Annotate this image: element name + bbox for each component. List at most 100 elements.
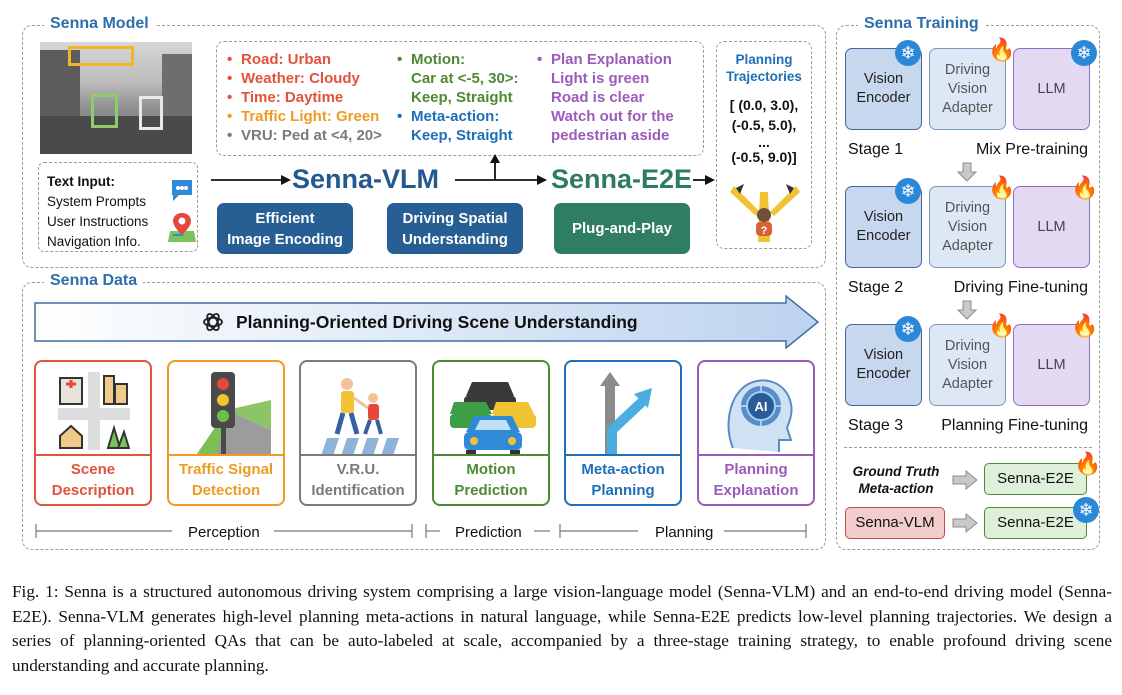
text-input-item: User Instructions [47, 214, 149, 229]
scene-info-line: Car at <-5, 30>: [411, 70, 519, 87]
planning-trajectories-box: Planning Trajectories [ (0.0, 3.0), (-0.… [716, 41, 812, 249]
city-map-icon [58, 372, 130, 450]
trajectory-line: ... [758, 134, 770, 150]
snowflake-icon: ❄ [895, 316, 921, 342]
fire-icon: 🔥 [1071, 313, 1099, 338]
task-label: V.R.U.Identification [301, 454, 415, 504]
scene-info-box: •Road: Urban •Weather: Cloudy •Time: Dayti… [216, 41, 704, 156]
group-divider-lines [35, 524, 807, 538]
plug-and-play-pill: Plug-and-Play [554, 203, 690, 254]
traffic-light-icon [197, 372, 271, 454]
fire-icon: 🔥 [988, 175, 1016, 200]
ai-brain-icon: AI [727, 379, 793, 452]
trajectories-title-2: Trajectories [726, 69, 802, 84]
openai-logo-icon [203, 313, 223, 331]
stage-number-label: Stage 2 [848, 279, 904, 296]
stage-number-label: Stage 3 [848, 417, 904, 434]
trajectories-title-1: Planning [735, 52, 793, 67]
group-label-perception: Perception [188, 524, 260, 541]
flow-arrows [211, 154, 715, 185]
stage-name-label: Driving Fine-tuning [953, 279, 1088, 296]
driving-camera-image [40, 42, 192, 154]
down-arrow-icon [957, 162, 977, 182]
scene-info-line: Road is clear [551, 89, 645, 106]
scene-info-line: •Weather: Cloudy [227, 70, 360, 87]
trajectory-line: [ (0.0, 3.0), [729, 97, 799, 113]
right-arrow-icon [952, 513, 978, 533]
svg-text:AI: AI [755, 399, 768, 414]
chat-bubble-icon [172, 180, 192, 201]
scene-info-line: Light is green [551, 70, 650, 87]
senna-model-title: Senna Model [44, 15, 155, 33]
scene-info-line: •Motion: [397, 51, 466, 68]
group-label-prediction: Prediction [455, 524, 522, 541]
task-card-vru: V.R.U.Identification [299, 360, 417, 506]
senna-training-title: Senna Training [858, 15, 985, 33]
svg-text:?: ? [761, 225, 768, 237]
scene-info-line: •Road: Urban [227, 51, 331, 68]
scene-info-line: •Time: Daytime [227, 89, 344, 106]
road-fork-icon: ? [730, 184, 800, 242]
snowflake-icon: ❄ [895, 178, 921, 204]
right-arrow-icon [952, 470, 978, 490]
llm-box: LLM [1013, 324, 1090, 406]
senna-vlm-box: Senna-VLM [845, 507, 945, 539]
trajectory-line: (-0.5, 5.0), [731, 117, 797, 133]
fire-icon: 🔥 [988, 313, 1016, 338]
banner-arrow [34, 295, 820, 349]
banner-title: Planning-Oriented Driving Scene Understa… [236, 312, 638, 332]
direction-arrows-icon [600, 372, 652, 456]
senna-e2e-box-trainable: Senna-E2E [984, 463, 1087, 495]
scene-info-line: pedestrian aside [551, 127, 670, 144]
fire-icon: 🔥 [988, 37, 1016, 62]
snowflake-icon: ❄ [895, 40, 921, 66]
senna-data-panel [22, 282, 826, 550]
scene-info-line: Watch out for the [551, 108, 674, 125]
pedestrian-crossing-icon [321, 378, 399, 456]
scene-info-line: Keep, Straight [411, 89, 513, 106]
senna-vlm-label: Senna-VLM [292, 164, 440, 194]
snowflake-icon: ❄ [1073, 497, 1099, 523]
cars-icon [450, 382, 536, 456]
text-input-title: Text Input: [47, 174, 115, 189]
scene-info-line: •VRU: Ped at <4, 20> [227, 127, 382, 144]
driving-spatial-understanding-pill: Driving Spatial Understanding [387, 203, 523, 254]
text-input-box: Text Input: System Prompts User Instruct… [38, 162, 198, 252]
training-divider [844, 447, 1092, 448]
senna-data-title: Senna Data [44, 272, 144, 290]
snowflake-icon: ❄ [1071, 40, 1097, 66]
down-arrow-icon [957, 300, 977, 320]
gt-meta-action-label: Ground Truth Meta-action [852, 464, 940, 496]
stage-name-label: Planning Fine-tuning [941, 417, 1088, 434]
senna-model-panel [22, 25, 826, 268]
fire-icon: 🔥 [1071, 175, 1099, 200]
scene-info-line: •Meta-action: [397, 108, 500, 125]
stage-number-label: Stage 1 [848, 141, 904, 158]
scene-info-line: •Plan Explanation [537, 51, 672, 68]
text-input-item: System Prompts [47, 194, 147, 209]
scene-info-line: •Traffic Light: Green [227, 108, 380, 125]
map-pin-icon [168, 213, 196, 242]
llm-box: LLM [1013, 186, 1090, 268]
senna-e2e-box-frozen: Senna-E2E [984, 507, 1087, 539]
fire-icon: 🔥 [1074, 451, 1102, 476]
scene-info-line: Keep, Straight [411, 127, 513, 144]
figure-caption: Fig. 1: Senna is a structured autonomous… [12, 582, 1112, 675]
text-input-item: Navigation Info. [47, 234, 141, 249]
trajectory-line: (-0.5, 9.0)] [731, 149, 797, 165]
senna-e2e-label: Senna-E2E [551, 164, 693, 194]
